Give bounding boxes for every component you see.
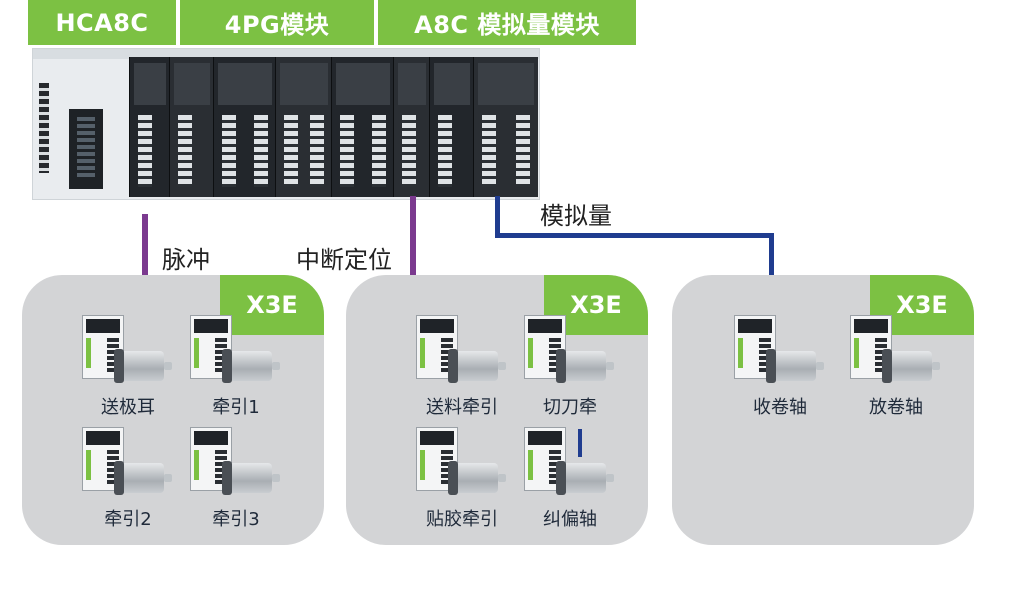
device-label: 送极耳 bbox=[101, 397, 155, 418]
servo-device: 牵引1 bbox=[180, 315, 292, 425]
servo-motor-image bbox=[452, 463, 506, 493]
servo-motor-image bbox=[452, 351, 506, 381]
module-terminal bbox=[372, 115, 386, 187]
device-label: 牵引2 bbox=[104, 509, 152, 530]
servo-motor-image bbox=[226, 463, 280, 493]
module-tab-label: HCA8C bbox=[55, 8, 149, 37]
plc-module-3 bbox=[213, 57, 276, 197]
module-terminal bbox=[178, 115, 192, 187]
servo-motor-image bbox=[118, 351, 172, 381]
analog-label: 模拟量 bbox=[540, 202, 612, 230]
device-label: 切刀牵 bbox=[543, 397, 597, 418]
servo-device: 牵引3 bbox=[180, 427, 292, 537]
module-terminal bbox=[340, 115, 354, 187]
servo-device: 收卷轴 bbox=[724, 315, 836, 425]
rack-top-lip bbox=[33, 49, 539, 59]
device-label: 贴胶牵引 bbox=[426, 509, 498, 530]
analog-line-vertical-a bbox=[495, 196, 500, 238]
servo-motor-image bbox=[770, 351, 824, 381]
module-tab-a8c-analog: A8C 模拟量模块 bbox=[378, 0, 636, 45]
interrupt-positioning-label: 中断定位 bbox=[296, 246, 392, 274]
servo-drive-image bbox=[850, 315, 892, 379]
module-face bbox=[336, 63, 390, 105]
plc-rack-image bbox=[32, 48, 540, 200]
module-tab-label: 4PG模块 bbox=[224, 11, 330, 39]
module-terminal bbox=[254, 115, 268, 187]
module-tab-hca8c: HCA8C bbox=[28, 0, 176, 45]
plc-module-2 bbox=[169, 57, 214, 197]
device-label: 送料牵引 bbox=[426, 397, 498, 418]
plc-module-5 bbox=[331, 57, 394, 197]
servo-drive-image bbox=[416, 315, 458, 379]
plc-module-1 bbox=[129, 57, 170, 197]
plc-module-4 bbox=[275, 57, 332, 197]
module-face bbox=[280, 63, 328, 105]
plc-module-7 bbox=[429, 57, 474, 197]
line-marker bbox=[578, 429, 582, 457]
servo-motor-image bbox=[560, 351, 614, 381]
servo-motor-image bbox=[118, 463, 172, 493]
servo-group-2: X3E 送料牵引 切刀牵 贴胶牵引 纠偏轴 bbox=[346, 275, 648, 545]
servo-device: 贴胶牵引 bbox=[406, 427, 518, 537]
servo-device: 送料牵引 bbox=[406, 315, 518, 425]
pulse-line bbox=[142, 214, 148, 278]
servo-group-1: X3E 送极耳 牵引1 牵引2 牵引3 bbox=[22, 275, 324, 545]
module-face bbox=[398, 63, 426, 105]
x3e-badge: X3E bbox=[220, 275, 324, 335]
device-label: 纠偏轴 bbox=[543, 509, 597, 530]
servo-group-3: X3E 收卷轴 放卷轴 bbox=[672, 275, 974, 545]
module-terminal bbox=[402, 115, 416, 187]
servo-motor-image bbox=[560, 463, 614, 493]
interrupt-line bbox=[410, 196, 416, 280]
servo-device: 送极耳 bbox=[72, 315, 184, 425]
module-face bbox=[478, 63, 534, 105]
module-face bbox=[218, 63, 272, 105]
module-terminal bbox=[438, 115, 452, 187]
servo-motor-image bbox=[886, 351, 940, 381]
servo-device: 切刀牵 bbox=[514, 315, 626, 425]
module-terminal bbox=[482, 115, 496, 187]
device-label: 收卷轴 bbox=[753, 397, 807, 418]
servo-motor-image bbox=[226, 351, 280, 381]
module-terminal bbox=[138, 115, 152, 187]
servo-drive-image bbox=[734, 315, 776, 379]
module-terminal bbox=[516, 115, 530, 187]
device-label: 牵引1 bbox=[212, 397, 260, 418]
plc-module-6 bbox=[393, 57, 430, 197]
module-tab-4pg: 4PG模块 bbox=[180, 0, 374, 45]
pulse-label: 脉冲 bbox=[162, 246, 210, 274]
module-terminal bbox=[284, 115, 298, 187]
module-tab-label: A8C 模拟量模块 bbox=[414, 11, 600, 39]
rack-side-terminal bbox=[39, 83, 49, 173]
device-label: 放卷轴 bbox=[869, 397, 923, 418]
module-face bbox=[434, 63, 470, 105]
module-terminal bbox=[310, 115, 324, 187]
module-face bbox=[134, 63, 166, 105]
module-face bbox=[174, 63, 210, 105]
module-terminal bbox=[222, 115, 236, 187]
cpu-io-terminal bbox=[69, 109, 103, 189]
plc-module-8 bbox=[473, 57, 538, 197]
servo-device: 纠偏轴 bbox=[514, 427, 626, 537]
servo-device: 放卷轴 bbox=[840, 315, 952, 425]
servo-device: 牵引2 bbox=[72, 427, 184, 537]
analog-line-vertical-b bbox=[769, 233, 774, 278]
analog-line-horizontal bbox=[495, 233, 774, 238]
device-label: 牵引3 bbox=[212, 509, 260, 530]
